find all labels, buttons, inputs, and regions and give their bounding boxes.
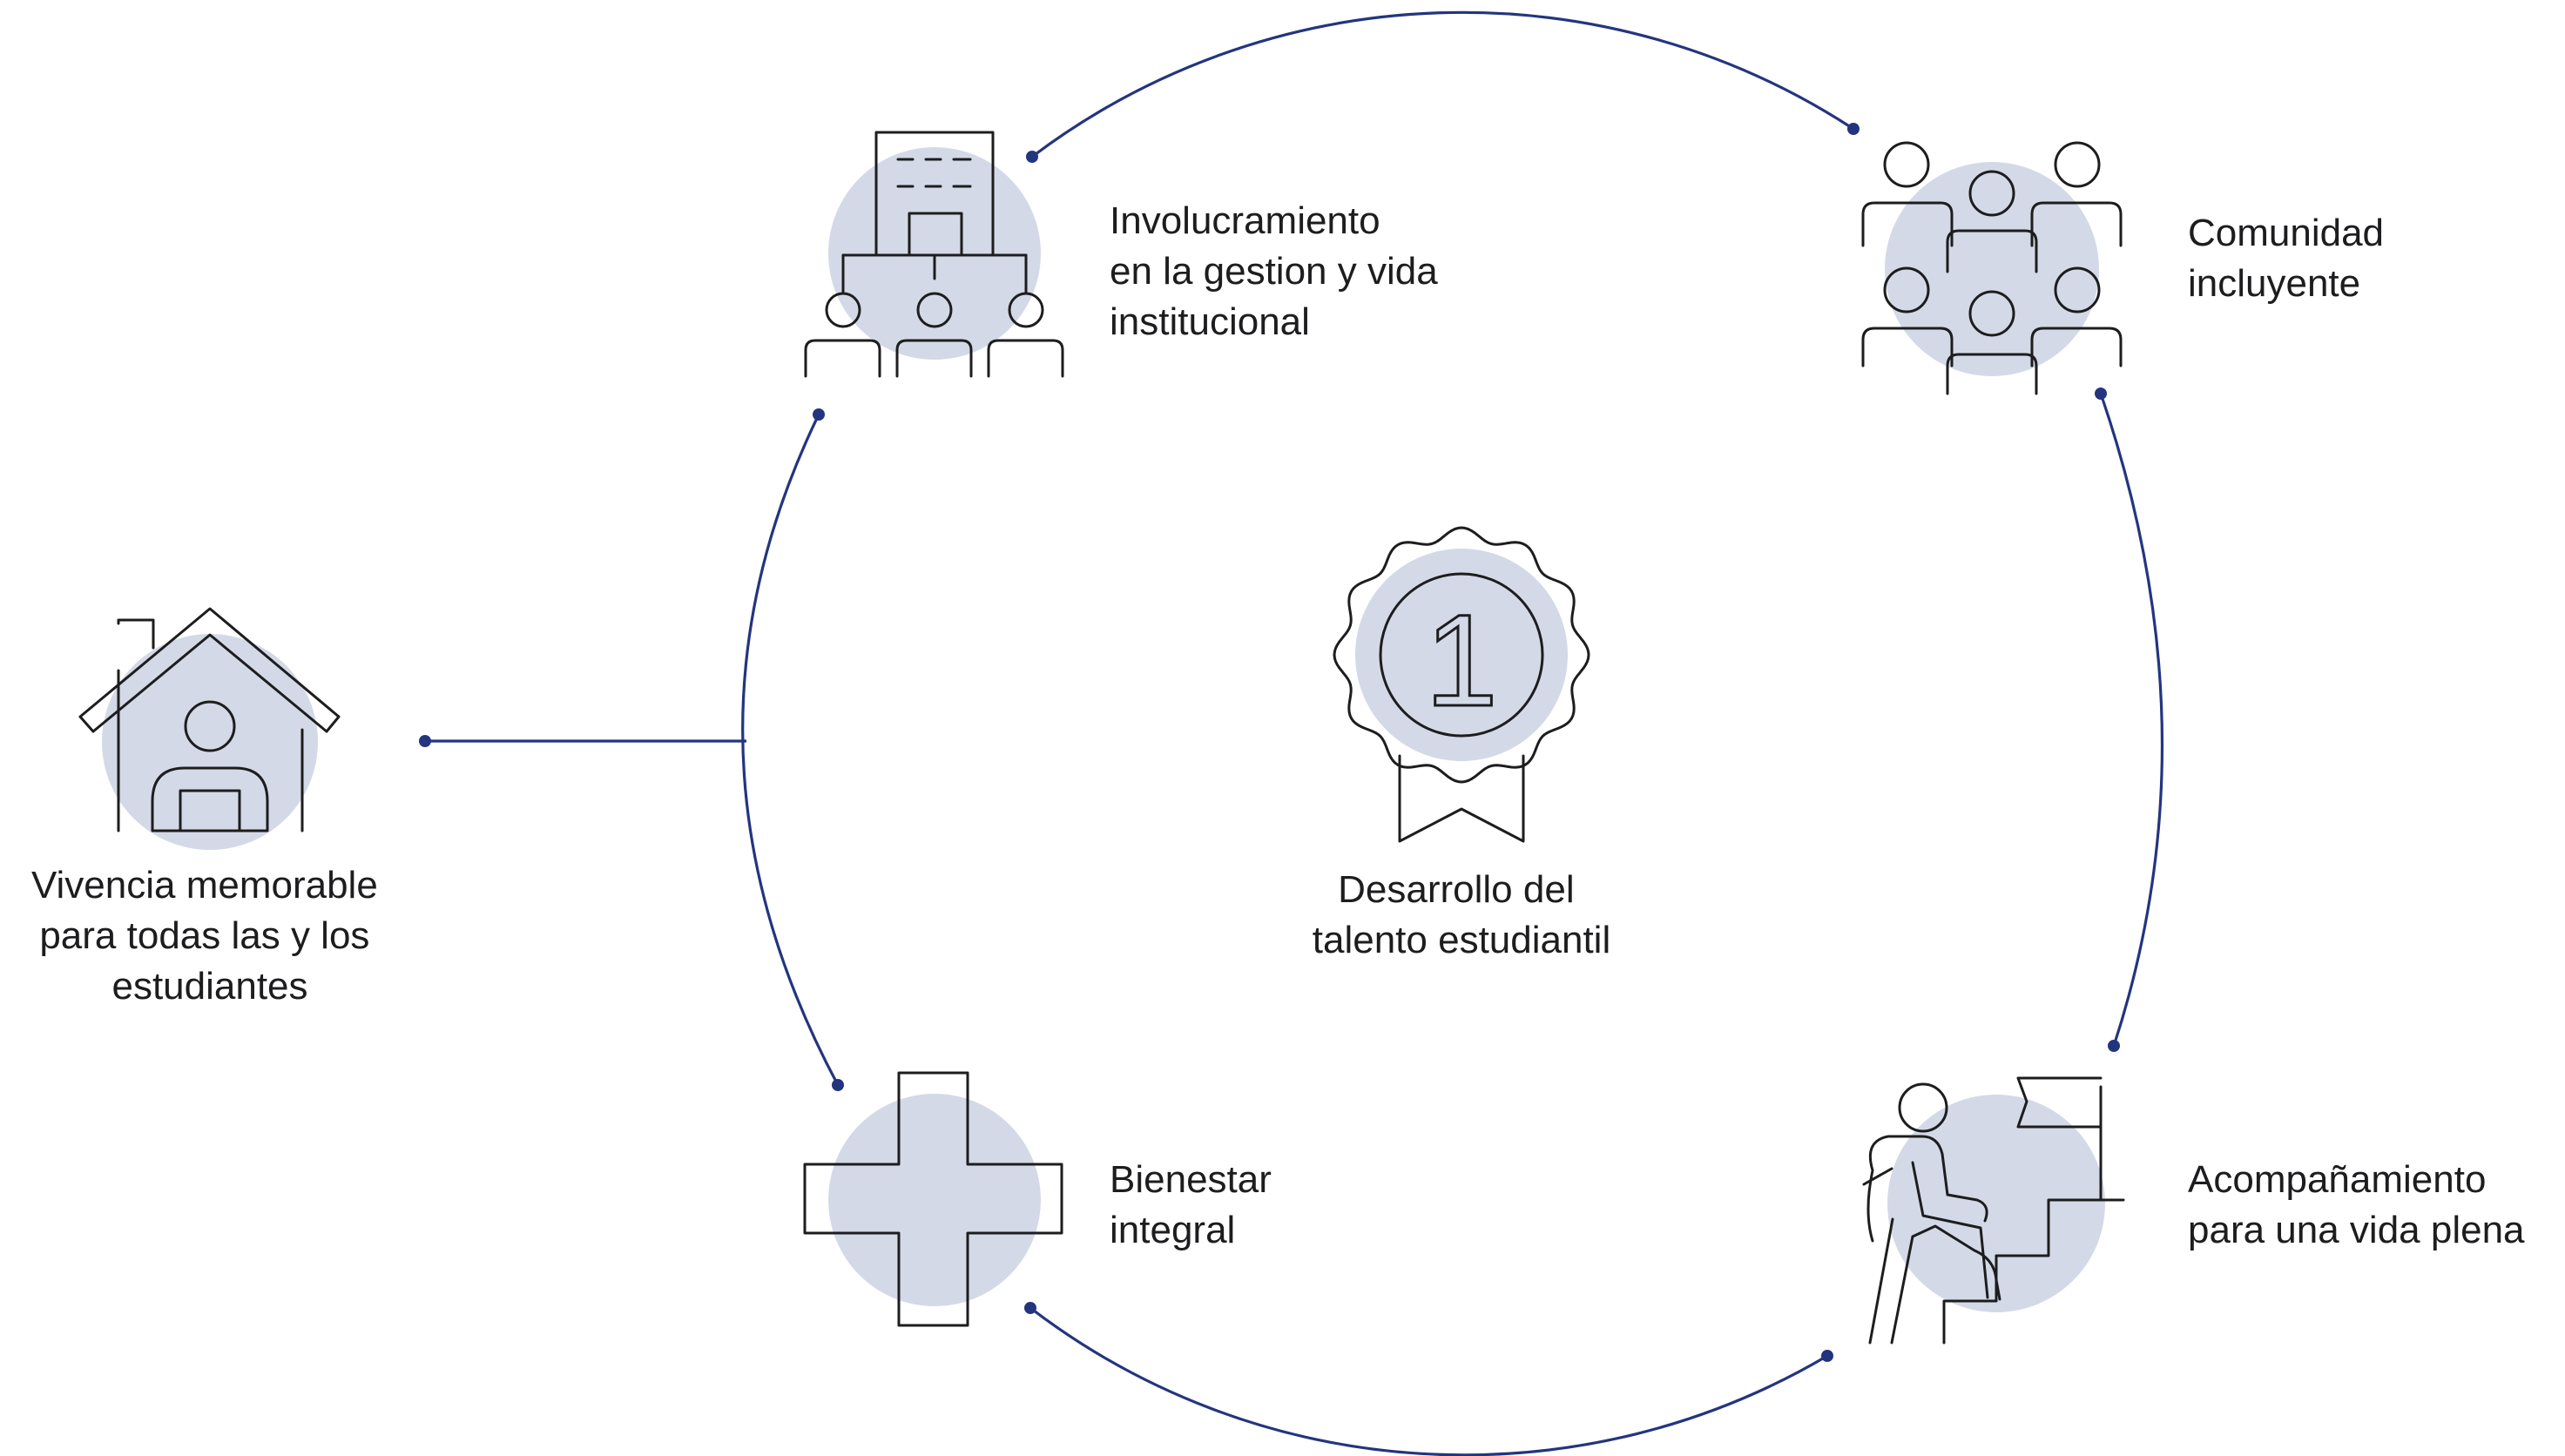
- center-label-line-1: Desarrollo del: [1338, 868, 1574, 911]
- dot: [1026, 151, 1038, 163]
- badge-number: 1: [1425, 587, 1497, 733]
- arc-comunidad-to-acompanamiento: [2099, 393, 2164, 1047]
- involucramiento-label-line-1: Involucramiento: [1110, 199, 1380, 242]
- acompanamiento-label: Acompañamiento para una vida plena: [2188, 1158, 2525, 1251]
- bienestar-label-line-2: integral: [1110, 1209, 1235, 1251]
- cycle-ring: [419, 10, 2164, 1456]
- dot: [2108, 1040, 2120, 1052]
- vivencia-label-line-1: Vivencia memorable: [31, 864, 378, 907]
- house-student-icon: [78, 607, 341, 850]
- comunidad-label: Comunidad incluyente: [2188, 212, 2394, 305]
- involucramiento-label-line-3: institucional: [1110, 300, 1310, 343]
- acompanamiento-label-line-1: Acompañamiento: [2188, 1158, 2486, 1201]
- node-bienestar: Bienestar integral: [803, 1071, 1282, 1327]
- vivencia-label: Vivencia memorable para todas las y los …: [31, 864, 388, 1008]
- bienestar-label: Bienestar integral: [1110, 1158, 1282, 1251]
- dot: [1024, 1302, 1036, 1314]
- center-label: Desarrollo del talento estudiantil: [1313, 868, 1610, 961]
- dot: [1821, 1350, 1833, 1362]
- vivencia-label-line-3: estudiantes: [111, 965, 307, 1008]
- community-people-icon: [1861, 141, 2123, 395]
- center-label-line-2: talento estudiantil: [1313, 919, 1610, 961]
- dot: [1847, 123, 1860, 135]
- arc-involucramiento-to-comunidad: [1031, 10, 1854, 158]
- acompanamiento-label-line-2: para una vida plena: [2188, 1209, 2525, 1251]
- dot: [813, 408, 825, 421]
- comunidad-label-line-2: incluyente: [2188, 262, 2360, 305]
- node-comunidad: Comunidad incluyente: [1861, 141, 2394, 395]
- involucramiento-label-line-2: en la gestion y vida: [1110, 250, 1438, 293]
- node-acompanamiento: Acompañamiento para una vida plena: [1862, 1076, 2525, 1345]
- person-climbing-stairs-flag-icon: [1862, 1076, 2125, 1345]
- dot: [832, 1079, 844, 1091]
- organization-chart-icon: [804, 131, 1064, 378]
- node-involucramiento: Involucramiento en la gestion y vida ins…: [804, 131, 1448, 378]
- award-badge-icon: 1: [1333, 526, 1590, 843]
- arc-bienestar-to-involucramiento: [741, 414, 840, 1086]
- dot: [2095, 388, 2107, 400]
- comunidad-label-line-1: Comunidad: [2188, 212, 2384, 254]
- arc-acompanamiento-to-bienestar: [1029, 1306, 1828, 1456]
- involucramiento-label: Involucramiento en la gestion y vida ins…: [1110, 199, 1448, 343]
- health-cross-icon: [803, 1071, 1063, 1327]
- node-vivencia: Vivencia memorable para todas las y los …: [31, 607, 388, 1008]
- center-node: 1 Desarrollo del talento estudiantil: [1313, 526, 1610, 961]
- dot: [419, 735, 431, 747]
- vivencia-label-line-2: para todas las y los: [39, 914, 369, 957]
- bienestar-label-line-1: Bienestar: [1110, 1158, 1272, 1201]
